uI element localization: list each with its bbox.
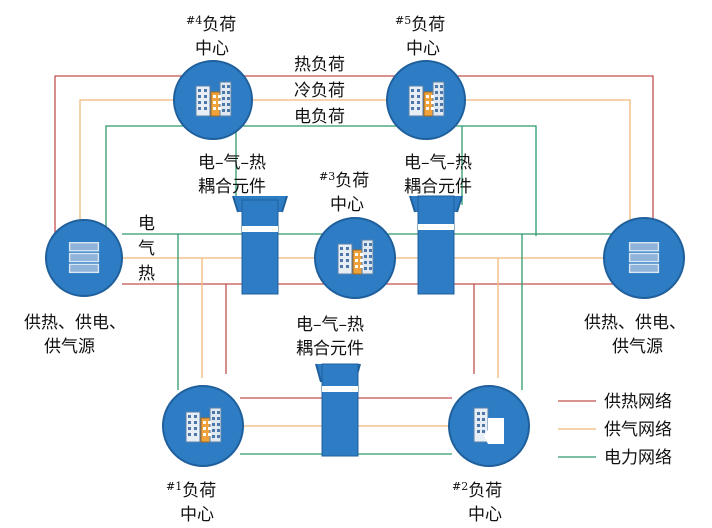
power-load-label: 电负荷 [294,107,345,127]
load-center-4 [173,60,253,140]
coupling-component-left [232,195,288,295]
coupling-right-line2: 耦合元件 [404,177,472,197]
load-center-3-sub: 中心 [330,195,364,215]
source-left [45,219,123,297]
load-center-4-label: #4负荷 [186,14,236,35]
load-center-3-label: #3负荷 [319,170,369,191]
load-center-1-sub: 中心 [180,505,214,525]
coupling-bottom-line1: 电–气–热 [296,315,364,335]
heat-load-label: 热负荷 [294,55,345,75]
load-center-5-label: #5负荷 [395,14,445,35]
coupling-right-line1: 电–气–热 [404,153,472,173]
cold-load-line [79,99,631,236]
coupling-component-right [409,195,463,295]
load-center-1 [162,385,244,467]
source-left-line2: 供气源 [44,337,95,357]
legend-gas-label: 供气网络 [604,420,672,440]
load-center-2 [448,385,530,467]
legend: 供热网络 供气网络 电力网络 [604,392,672,468]
load-center-4-sub: 中心 [195,39,229,59]
load-center-3 [314,217,396,299]
source-left-line1: 供热、供电、 [24,313,126,333]
heat-load-line [54,75,654,236]
bus-label-re: 热 [138,264,155,284]
power-load-line [105,125,537,236]
load-center-2-label: #2负荷 [452,480,502,501]
coupling-component-bottom [315,363,361,457]
server-stack-icon [68,242,100,274]
coupling-left-line1: 电–气–热 [198,153,266,173]
source-right [603,217,685,299]
load-center-2-sub: 中心 [468,505,502,525]
legend-heat-label: 供热网络 [604,392,672,412]
load-center-5 [386,60,466,140]
server-stack-icon [628,242,660,274]
building-icon [473,407,504,444]
source-right-line1: 供热、供电、 [584,313,686,333]
coupling-left-line2: 耦合元件 [198,177,266,197]
cold-load-label: 冷负荷 [294,81,345,101]
load-center-1-label: #1负荷 [166,480,216,501]
load-center-5-sub: 中心 [406,39,440,59]
coupling-bottom-line2: 耦合元件 [296,339,364,359]
bus-label-dian: 电 [138,214,155,234]
bus-label-qi: 气 [138,239,155,259]
legend-power-label: 电力网络 [604,448,672,468]
source-right-line2: 供气源 [612,337,663,357]
